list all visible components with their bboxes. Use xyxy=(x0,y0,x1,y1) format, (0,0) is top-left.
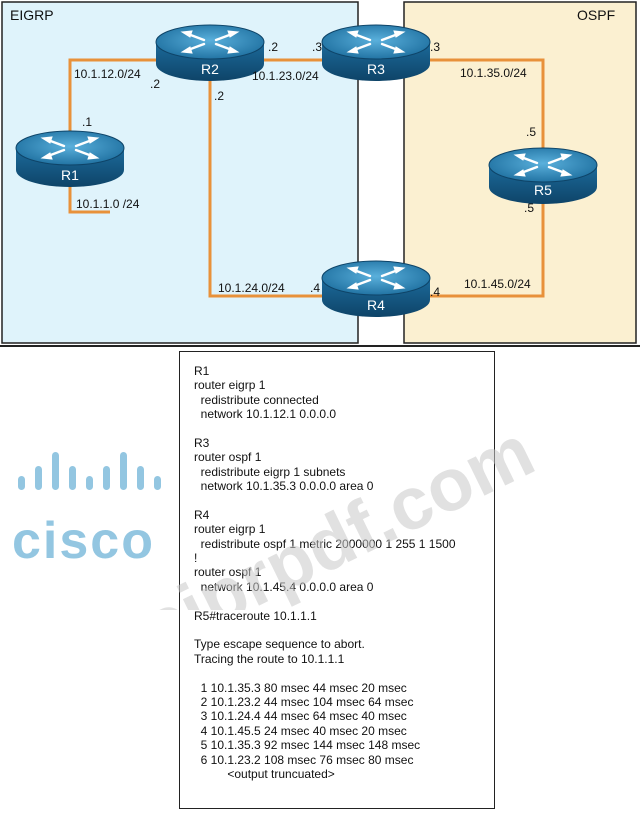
config-line: redistribute eigrp 1 subnets xyxy=(194,464,346,479)
if-label-r4-r5-r4: .4 xyxy=(430,285,440,299)
config-line: network 10.1.45.4 0.0.0.0 area 0 xyxy=(194,579,374,594)
if-label-r2-r3-r3: .3 xyxy=(312,40,322,54)
cisco-bar xyxy=(120,452,127,490)
config-line: Tracing the route to 10.1.1.1 xyxy=(194,651,345,666)
cisco-logo-icon: cisco xyxy=(12,452,161,570)
config-line: R4 xyxy=(194,507,210,522)
link-r1-r2 xyxy=(68,58,160,148)
router-r1: R1 xyxy=(14,129,126,189)
config-line: router ospf 1 xyxy=(194,565,262,580)
if-label-r1-r2-r2: .2 xyxy=(150,77,160,91)
router-r2: R2 xyxy=(154,23,266,83)
cisco-bar xyxy=(103,466,110,490)
router-r4: R4 xyxy=(320,259,432,319)
config-line: 4 10.1.45.5 24 msec 40 msec 20 msec xyxy=(194,723,407,738)
config-line: ! xyxy=(194,551,198,566)
if-label-r3-r5-r5: .5 xyxy=(526,125,536,139)
config-line: router eigrp 1 xyxy=(194,522,266,537)
cisco-bar xyxy=(154,476,161,490)
links xyxy=(68,58,545,298)
config-line xyxy=(194,422,480,436)
if-label-r3-r5-r3: .3 xyxy=(430,40,440,54)
config-line: 3 10.1.24.4 44 msec 64 msec 40 msec xyxy=(194,709,407,724)
link-r3-r5 xyxy=(428,58,545,150)
config-line: R1 xyxy=(194,364,210,378)
network-topology-diagram: EIGRP OSPF R1 R2 R3 R4 R5 10.1.12.0/24 1… xyxy=(0,1,640,347)
config-line: 1 10.1.35.3 80 msec 44 msec 20 msec xyxy=(194,680,407,695)
if-label-r2-r4-r4: .4 xyxy=(310,281,320,295)
if-label-r1-r2-r1: .1 xyxy=(82,115,92,129)
config-line: <output truncuated> xyxy=(194,766,335,781)
cisco-wordmark: cisco xyxy=(12,512,155,570)
config-line: network 10.1.35.3 0.0.0.0 area 0 xyxy=(194,479,374,494)
router-r5-label: R5 xyxy=(534,182,552,198)
if-label-r4-r5-r5: .5 xyxy=(524,201,534,215)
ospf-area-label: OSPF xyxy=(577,7,615,23)
config-line: redistribute connected xyxy=(194,392,319,407)
router-r5: R5 xyxy=(487,146,599,206)
link-r2-r4 xyxy=(208,78,328,298)
config-line: R3 xyxy=(194,435,210,450)
config-line xyxy=(194,666,480,680)
cisco-bar xyxy=(137,466,144,490)
cisco-bars xyxy=(18,452,161,490)
router-r2-label: R2 xyxy=(201,61,219,77)
if-label-r2-r3-r2: .2 xyxy=(268,40,278,54)
net-label-r4-r5: 10.1.45.0/24 xyxy=(464,277,531,291)
router-r4-label: R4 xyxy=(367,297,385,313)
router-r3-label: R3 xyxy=(367,61,385,77)
config-line: router ospf 1 xyxy=(194,450,262,465)
router-r1-label: R1 xyxy=(61,167,79,183)
eigrp-area-label: EIGRP xyxy=(10,7,54,23)
net-label-r1-lan: 10.1.1.0 /24 xyxy=(76,197,140,211)
net-label-r3-r5: 10.1.35.0/24 xyxy=(460,66,527,80)
link-r4-r5 xyxy=(428,196,545,298)
config-line xyxy=(194,594,480,608)
cisco-bar xyxy=(86,476,93,490)
config-line: 5 10.1.35.3 92 msec 144 msec 148 msec xyxy=(194,738,421,753)
config-line: Type escape sequence to abort. xyxy=(194,637,365,652)
net-label-r2-r4: 10.1.24.0/24 xyxy=(218,281,285,295)
config-line: 2 10.1.23.2 44 msec 104 msec 64 msec xyxy=(194,694,414,709)
cisco-bar xyxy=(52,452,59,490)
config-line: router eigrp 1 xyxy=(194,378,266,393)
net-label-r1-r2: 10.1.12.0/24 xyxy=(74,67,141,81)
config-line xyxy=(194,623,480,637)
net-label-r2-r3: 10.1.23.0/24 xyxy=(252,69,319,83)
config-line: R5#traceroute 10.1.1.1 xyxy=(194,608,317,623)
cisco-bar xyxy=(35,466,42,490)
router-r3: R3 xyxy=(320,23,432,83)
config-line: 6 10.1.23.2 108 msec 76 msec 80 msec xyxy=(194,752,414,767)
config-line xyxy=(194,494,480,508)
link-r1-lan xyxy=(68,185,110,214)
cisco-bar xyxy=(18,476,25,490)
if-label-r2-r4-r2: .2 xyxy=(214,89,224,103)
config-line: network 10.1.12.1 0.0.0.0 xyxy=(194,407,337,422)
config-line: redistribute ospf 1 metric 2000000 1 255… xyxy=(194,536,456,551)
cisco-bar xyxy=(69,466,76,490)
